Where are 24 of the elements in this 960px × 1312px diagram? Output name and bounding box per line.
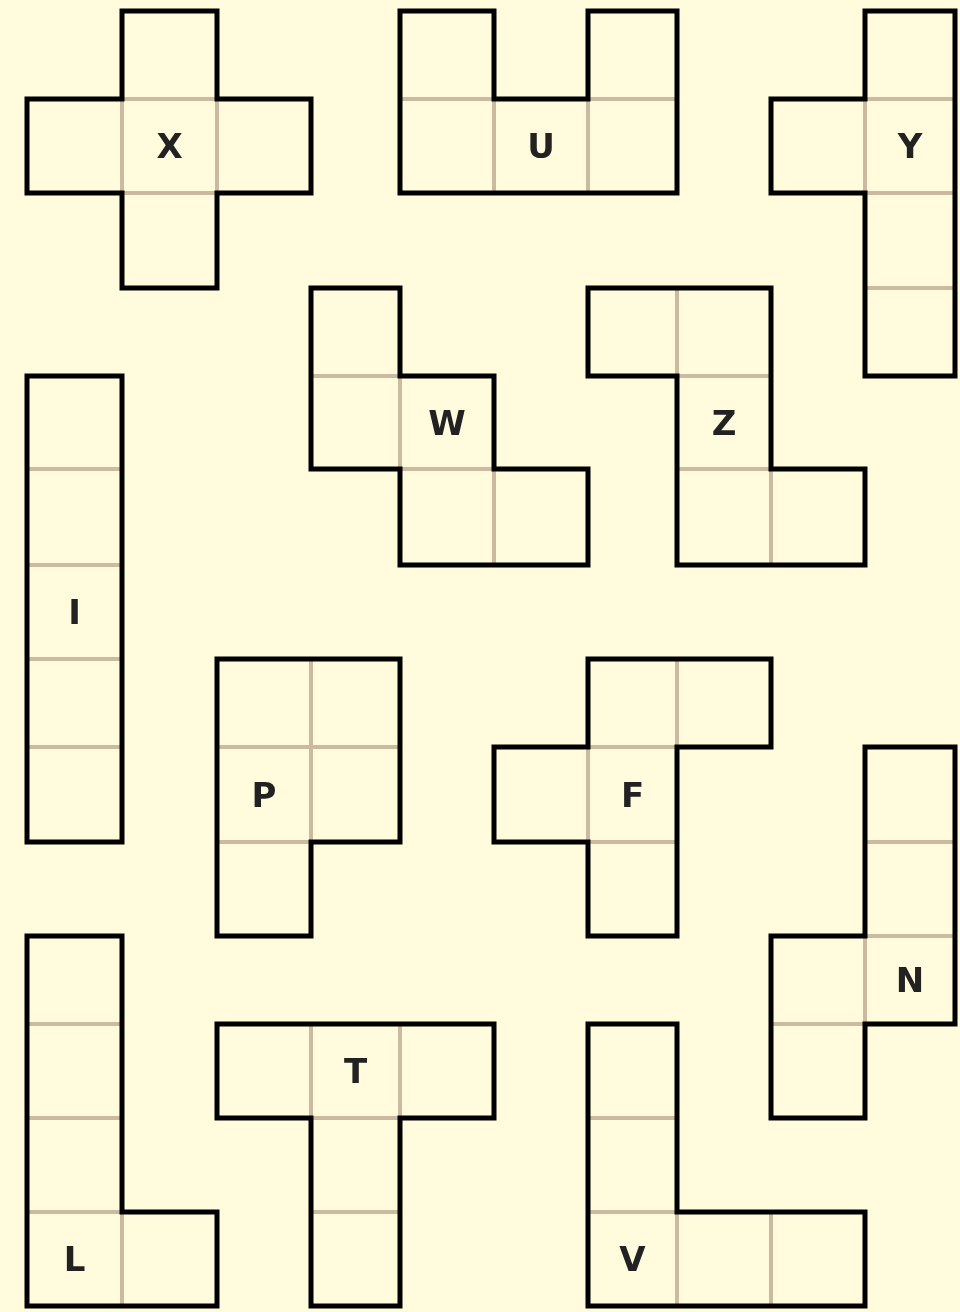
piece-letter: T bbox=[343, 1054, 368, 1088]
pentomino-piece bbox=[217, 1024, 494, 1306]
pentomino-piece bbox=[27, 936, 217, 1306]
pentomino-piece bbox=[588, 1024, 865, 1306]
piece-letter: U bbox=[527, 129, 555, 163]
piece-letter: V bbox=[619, 1242, 646, 1276]
pentomino-piece bbox=[400, 11, 677, 193]
piece-letter: W bbox=[428, 405, 466, 440]
piece-letter: P bbox=[251, 777, 277, 812]
piece-letter: F bbox=[620, 777, 645, 812]
piece-letter: Y bbox=[897, 129, 923, 163]
pentomino-piece bbox=[217, 659, 400, 936]
pentomino-piece bbox=[27, 11, 311, 288]
piece-letter: Z bbox=[711, 405, 737, 440]
piece-letter: N bbox=[895, 963, 925, 997]
pentomino-piece bbox=[311, 288, 588, 565]
piece-letter: X bbox=[156, 129, 183, 163]
pentomino-piece bbox=[771, 11, 955, 376]
pentomino-piece bbox=[588, 288, 865, 565]
pentomino-piece bbox=[771, 747, 955, 1118]
piece-letter: L bbox=[63, 1242, 86, 1276]
pentomino-piece bbox=[27, 376, 122, 842]
pentomino-piece bbox=[494, 659, 771, 936]
piece-letter: I bbox=[68, 595, 81, 629]
